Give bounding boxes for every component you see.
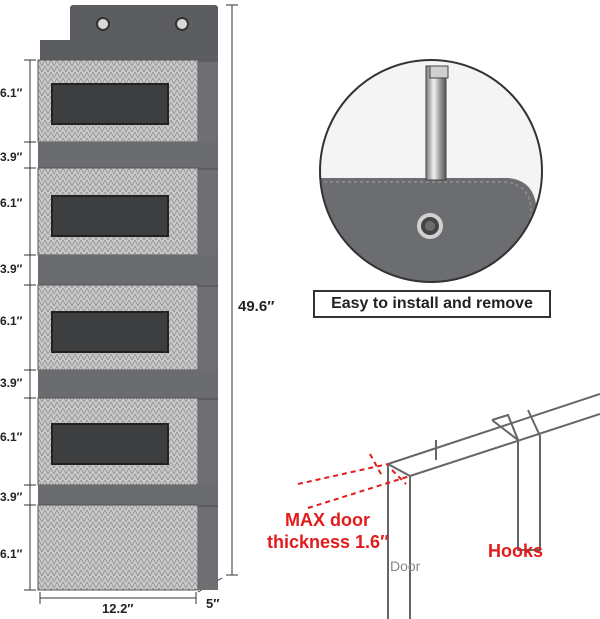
- depth-label: 5″: [206, 596, 220, 611]
- shelf-gap: [38, 485, 218, 505]
- max-thickness-label: thickness 1.6″: [267, 532, 389, 552]
- organizer-illustration: [24, 4, 238, 604]
- pocket: [37, 397, 218, 486]
- hook-zoom-detail: [319, 59, 543, 283]
- pocket: [37, 284, 218, 371]
- shelf-gap: [38, 142, 218, 168]
- door-diagram: [297, 393, 600, 619]
- hooks-label: Hooks: [488, 541, 544, 561]
- width-label: 12.2″: [102, 601, 134, 616]
- thickness-indicator: [297, 453, 411, 509]
- max-door-label: MAX door: [285, 510, 370, 530]
- grommet-icon: [96, 17, 110, 31]
- pocket-height-label: 6.1″: [0, 86, 23, 100]
- gap-height-label: 3.9″: [0, 490, 23, 504]
- door-label: Door: [390, 558, 421, 574]
- pocket-height-label: 6.1″: [0, 547, 23, 561]
- grommet-icon: [175, 17, 189, 31]
- pocket-height-label: 6.1″: [0, 314, 23, 328]
- shelf-gap: [38, 255, 218, 285]
- gap-height-label: 3.9″: [0, 262, 23, 276]
- shelf-gap: [38, 370, 218, 398]
- total-height-label: 49.6″: [238, 298, 275, 315]
- pocket: [37, 59, 218, 143]
- pocket: [37, 504, 218, 591]
- pocket: [37, 167, 218, 256]
- gap-height-label: 3.9″: [0, 376, 23, 390]
- install-remove-label: Easy to install and remove: [313, 290, 551, 318]
- gap-height-label: 3.9″: [0, 150, 23, 164]
- pocket-height-label: 6.1″: [0, 430, 23, 444]
- pocket-height-label: 6.1″: [0, 196, 23, 210]
- top-hanger: [70, 5, 218, 53]
